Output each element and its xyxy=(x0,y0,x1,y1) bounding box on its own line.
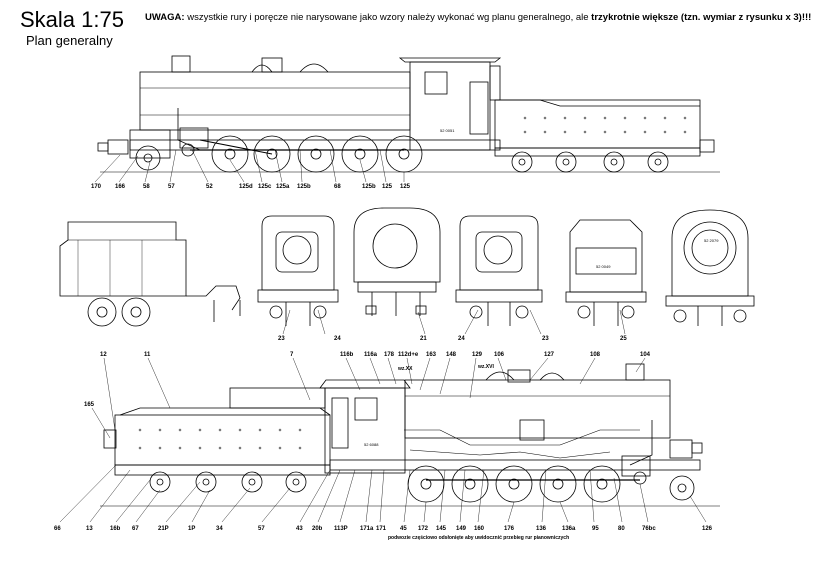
bottom-top-label-9: 129 xyxy=(472,352,483,358)
mid-label-4: 23 xyxy=(542,336,549,342)
mid-label-3: 24 xyxy=(458,336,465,342)
warning-prefix: UWAGA: xyxy=(145,12,185,23)
bottom-top-label-12: 108 xyxy=(590,352,601,358)
bottom-top-label-5: 178 xyxy=(384,352,395,358)
mid-label-0: 23 xyxy=(278,336,285,342)
tender-rear-view xyxy=(565,219,647,326)
bottom-label-1: 13 xyxy=(86,526,93,532)
bottom-top-label-0: 12 xyxy=(100,352,107,358)
bottom-label-20: 136a xyxy=(562,526,576,532)
page-title: Skala 1:75 xyxy=(20,7,124,32)
bottom-top-label-14: 165 xyxy=(84,402,95,408)
bottom-label-18: 176 xyxy=(504,526,515,532)
bottom-label-15: 145 xyxy=(436,526,447,532)
bottom-top-label-3: 116b xyxy=(340,352,354,358)
bottom-top-label-7: 163 xyxy=(426,352,437,358)
bottom-top-label-13: 104 xyxy=(640,352,651,358)
top-label-6: 125c xyxy=(258,184,272,190)
top-label-0: 170 xyxy=(91,184,102,190)
bottom-label-11: 171a xyxy=(360,526,374,532)
mid-label-2: 21 xyxy=(420,336,427,342)
bottom-label-19: 136 xyxy=(536,526,547,532)
bottom-label-6: 34 xyxy=(216,526,223,532)
bottom-top-label-11: 127 xyxy=(544,352,555,358)
top-label-3: 57 xyxy=(168,184,175,190)
cab-number-tender: 52 0049 xyxy=(596,264,611,269)
top-label-8: 125b xyxy=(297,184,311,190)
bottom-top-label-1: 11 xyxy=(144,352,151,358)
bottom-label-16: 149 xyxy=(456,526,467,532)
mid-label-5: 25 xyxy=(620,336,627,342)
bottom-label-23: 76bc xyxy=(642,526,656,532)
smokebox-front-view xyxy=(353,207,441,316)
bottom-label-3: 67 xyxy=(132,526,139,532)
page-subtitle: Plan generalny xyxy=(26,33,113,48)
bottom-label-4: 21P xyxy=(158,526,169,532)
top-side-view xyxy=(94,55,720,183)
bottom-top-label-4: 116a xyxy=(364,352,378,358)
tender-wheels-top xyxy=(511,151,669,173)
warning-note: UWAGA: wszystkie rury i poręcze nie nary… xyxy=(145,12,811,23)
svg-text:wz.XVI: wz.XVI xyxy=(477,364,494,370)
top-label-11: 125 xyxy=(382,184,393,190)
bottom-label-10: 113P xyxy=(334,526,348,532)
mid-label-1: 24 xyxy=(334,336,341,342)
top-label-5: 125d xyxy=(239,184,253,190)
bottom-label-0: 66 xyxy=(54,526,61,532)
bottom-label-14: 172 xyxy=(418,526,429,532)
top-label-4: 52 xyxy=(206,184,213,190)
cab-rear-view-1 xyxy=(257,215,339,326)
bottom-label-21: 95 xyxy=(592,526,599,532)
bottom-label-17: 160 xyxy=(474,526,485,532)
cab-rear-view-2 xyxy=(455,215,543,326)
bottom-label-12: 171 xyxy=(376,526,387,532)
bottom-label-13: 45 xyxy=(400,526,407,532)
cab-number-front: 52 2079 xyxy=(704,238,719,243)
top-label-12: 125 xyxy=(400,184,411,190)
bottom-top-label-2: 7 xyxy=(290,352,294,358)
tender-side-view xyxy=(59,221,241,327)
warning-emphasis: trzykrotnie większe (tzn. wymiar z rysun… xyxy=(591,12,812,23)
bottom-top-label-10: 106 xyxy=(494,352,505,358)
cab-number-top: 52 0051 xyxy=(440,128,455,133)
top-label-9: 68 xyxy=(334,184,341,190)
top-label-1: 166 xyxy=(115,184,126,190)
bottom-side-view xyxy=(100,363,720,507)
bottom-label-5: 1P xyxy=(188,526,195,532)
loco-wheels-top xyxy=(135,135,423,173)
bottom-label-24: 126 xyxy=(702,526,713,532)
svg-text:wz.XX: wz.XX xyxy=(397,366,413,372)
bottom-note: podwozie częściowo odsłonięte aby uwidoc… xyxy=(388,535,570,541)
warning-text: wszystkie rury i poręcze nie narysowane … xyxy=(184,12,592,23)
bottom-top-label-8: 148 xyxy=(446,352,457,358)
bottom-label-8: 43 xyxy=(296,526,303,532)
cab-number-bottom: 52 6088 xyxy=(364,442,379,447)
bottom-label-7: 57 xyxy=(258,526,265,532)
top-label-2: 58 xyxy=(143,184,150,190)
top-label-10: 125b xyxy=(362,184,376,190)
bottom-label-9: 20b xyxy=(312,526,323,532)
loco-front-view xyxy=(665,209,755,326)
top-label-7: 125a xyxy=(276,184,290,190)
bottom-label-2: 16b xyxy=(110,526,121,532)
bottom-label-22: 80 xyxy=(618,526,625,532)
bottom-top-label-6: 112d+e xyxy=(398,352,419,358)
